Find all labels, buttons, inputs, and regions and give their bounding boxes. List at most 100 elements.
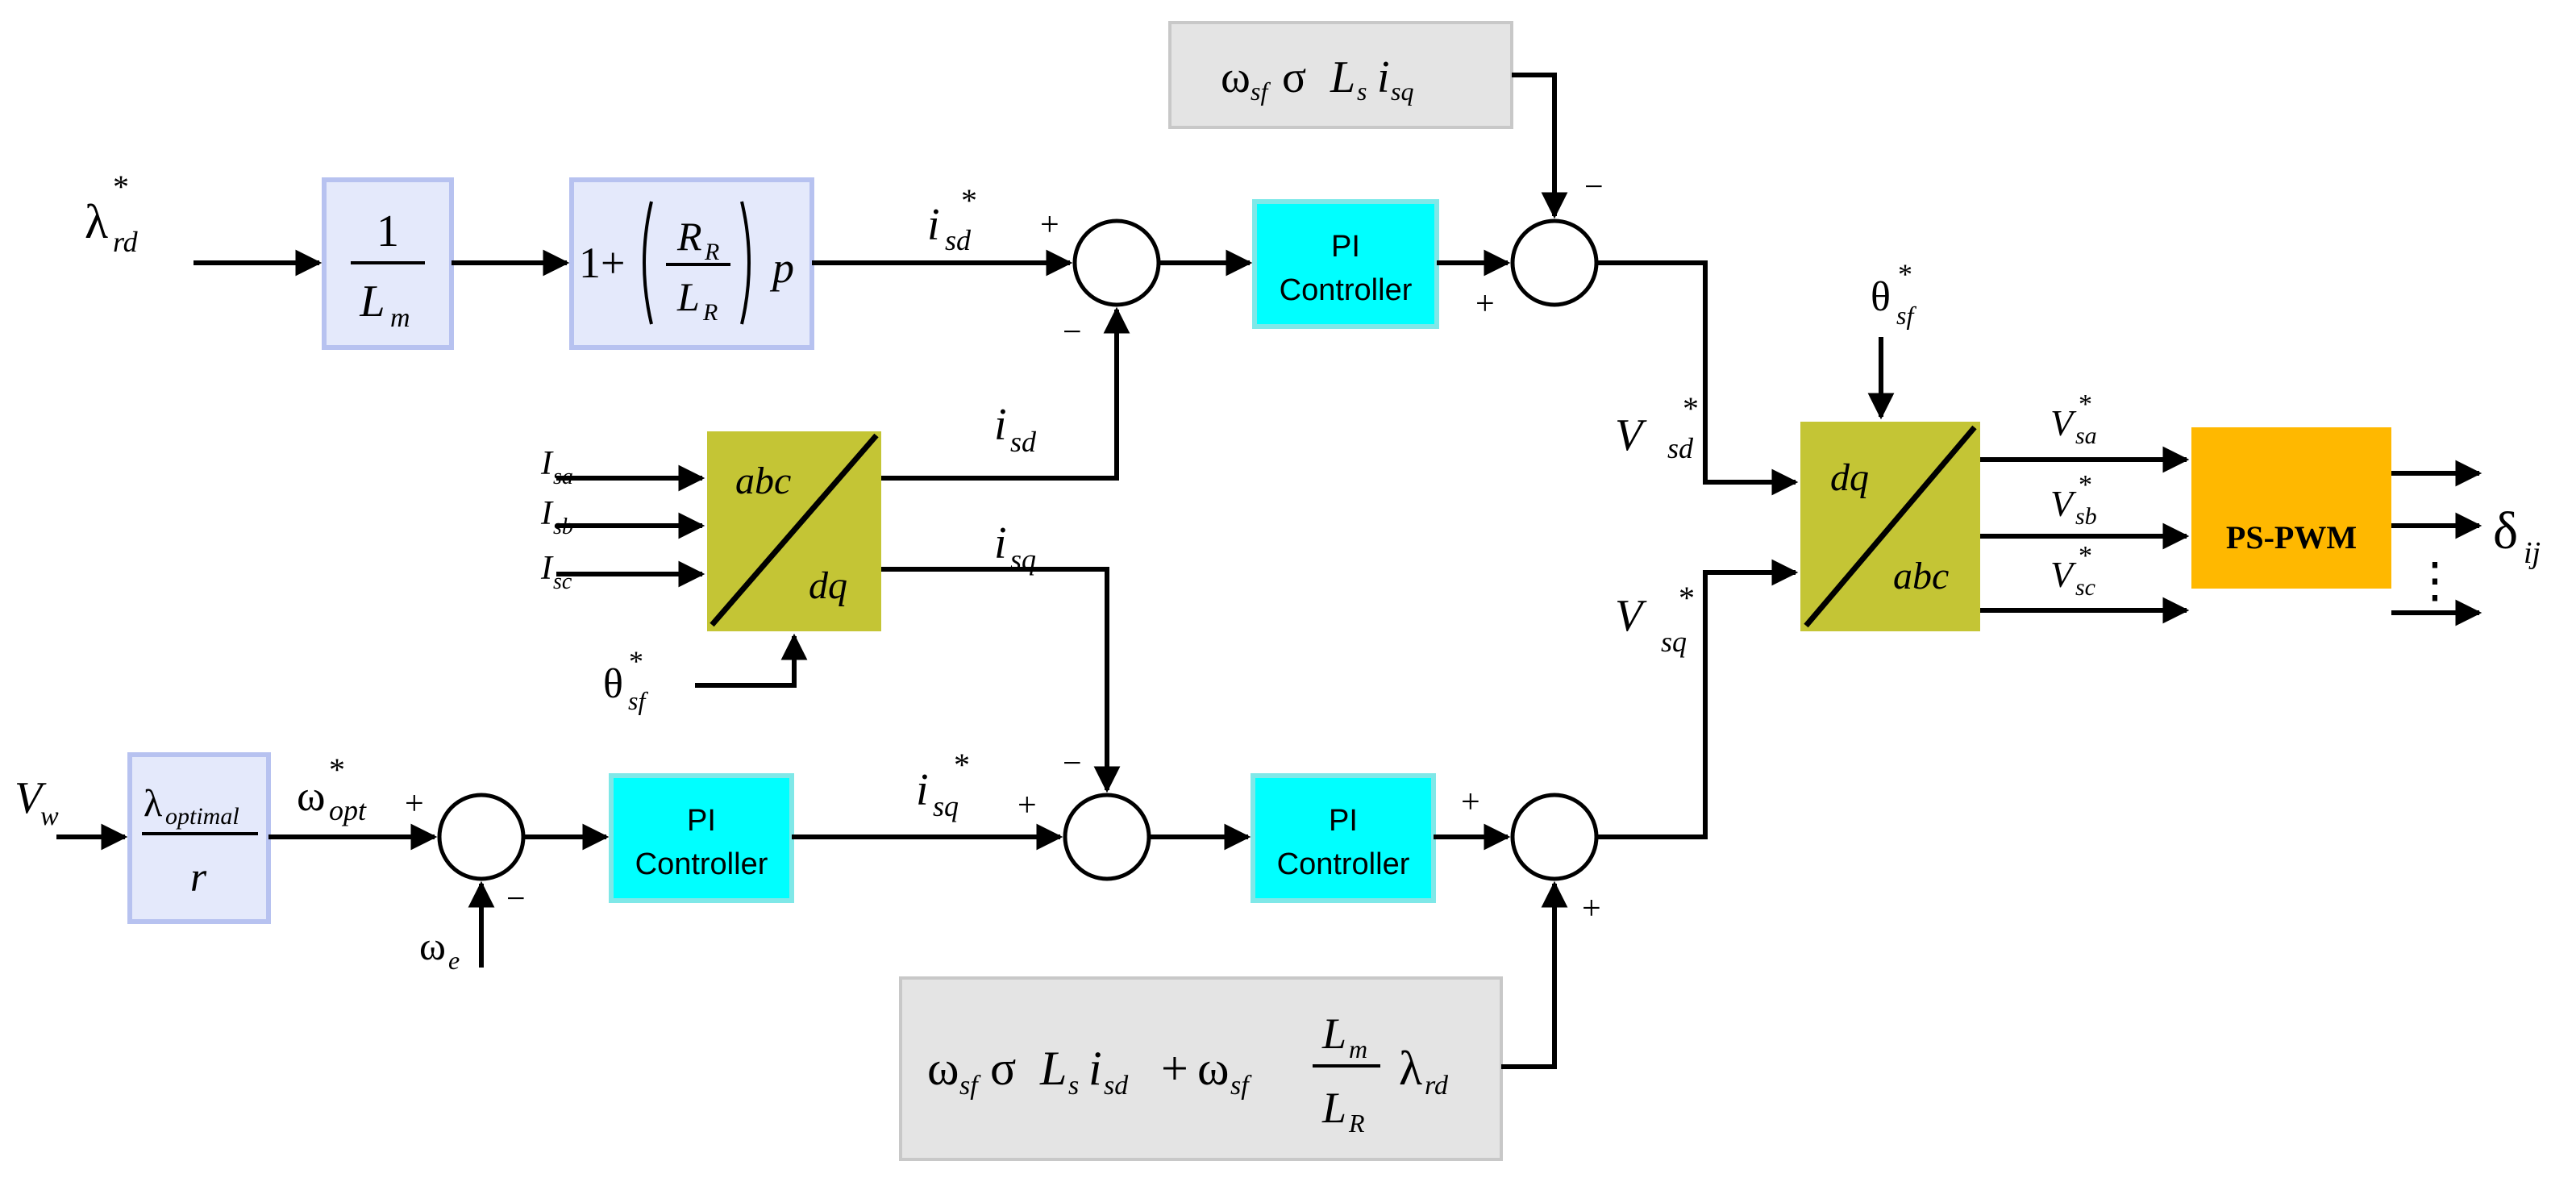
ff-bottom-l-sub: s <box>1068 1071 1079 1101</box>
isd-ref-sup: * <box>961 182 977 219</box>
pi-controller-isq: PI Controller <box>1251 773 1436 903</box>
vw-sym: V <box>15 773 47 823</box>
sign-vsd-minus: − <box>1584 169 1604 206</box>
vsd-ref-sym: V <box>1615 410 1647 460</box>
vsa-sup: * <box>2079 389 2092 419</box>
feedforward-bottom-box: ω sf σ L s i sd + ω sf L m L R λ rd <box>899 976 1503 1161</box>
sign-isq-minus: − <box>1063 745 1082 782</box>
vsb-sub: sb <box>2075 503 2097 530</box>
isd-sym: i <box>994 400 1007 450</box>
ff-bottom-l: L <box>1039 1042 1067 1095</box>
flux-p: p <box>769 243 794 292</box>
lambda-optimal-block: λ optimal r <box>127 752 271 924</box>
sum-junction-speed <box>437 793 526 881</box>
vsa-sub: sa <box>2075 422 2097 449</box>
ff-bottom-i: i <box>1088 1042 1102 1095</box>
isd-sub: sd <box>1010 426 1037 458</box>
theta-sf-right-sym: θ <box>1871 274 1891 320</box>
vsc-sym: V <box>2050 554 2077 595</box>
ff-bottom-lambda: λ <box>1399 1042 1422 1095</box>
theta-sf-right-sup: * <box>1898 258 1912 290</box>
vsd-ref-sub: sd <box>1667 432 1694 464</box>
signal-labels: λ * rd i sd * i sd i sq i sq * I sa I sb… <box>15 169 2541 975</box>
inverse-lm-block: 1 L m <box>322 177 454 350</box>
sign-speed-minus: − <box>506 880 526 918</box>
ff-bottom-lambda-sub: rd <box>1425 1071 1449 1101</box>
inverse-lm-den: L <box>359 277 385 327</box>
lambda-rd-ref-sup: * <box>113 169 129 205</box>
inverse-lm-num: 1 <box>377 206 399 256</box>
vsc-sup: * <box>2079 541 2092 571</box>
sum-junction-vsq <box>1510 793 1599 881</box>
ps-pwm-label: PS-PWM <box>2226 519 2357 556</box>
vsd-ref-sup: * <box>1683 390 1699 427</box>
vsq-ref-sym: V <box>1615 591 1647 641</box>
signal-wires <box>56 73 2482 1069</box>
sum-junction-isd <box>1072 219 1161 307</box>
isb-sym: I <box>540 495 554 532</box>
pi-top-line1: PI <box>1331 230 1360 264</box>
sum-junction-isq <box>1063 793 1151 881</box>
dq-to-abc-transform: dq abc <box>1800 422 1980 631</box>
junction-signs: + − − + + − + − + + <box>405 169 1604 927</box>
pi-controller-speed: PI Controller <box>609 773 794 903</box>
ff-bottom-plus: + <box>1161 1042 1188 1095</box>
pi-top-line2: Controller <box>1280 273 1413 307</box>
delta-sub: ij <box>2524 536 2541 570</box>
vw-sub: w <box>40 801 59 831</box>
ff-bottom-lr: L <box>1321 1084 1346 1132</box>
sign-speed-plus: + <box>405 785 424 822</box>
theta-sf-right-sub: sf <box>1896 301 1916 330</box>
vsa-sym: V <box>2050 402 2077 443</box>
flux-one-plus: 1+ <box>579 239 625 287</box>
abc-to-dq-transform: abc dq <box>707 431 881 631</box>
lambda-rd-ref-sub: rd <box>113 226 139 258</box>
theta-sf-left-sym: θ <box>603 661 623 707</box>
dq-abc-bottom: abc <box>1893 555 1949 597</box>
isq-sym: i <box>994 518 1007 568</box>
ff-top-l: L <box>1330 52 1355 102</box>
feedforward-top-box: ω sf σ L s i sq <box>1168 21 1513 129</box>
isa-sub: sa <box>553 464 573 489</box>
ff-top-omega-sub: sf <box>1251 77 1271 106</box>
theta-sf-left-sup: * <box>629 645 643 677</box>
flux-l-den-sub: R <box>702 299 718 326</box>
sign-vsd-plus: + <box>1475 285 1495 323</box>
isq-ref-sub: sq <box>933 790 959 822</box>
lambda-optimal-sub: optimal <box>165 803 239 830</box>
pi-speed-line1: PI <box>687 804 716 838</box>
sum-junction-vsd <box>1510 219 1599 307</box>
flux-l-den: L <box>676 274 700 319</box>
vsq-ref-sup: * <box>1679 580 1695 616</box>
flux-r-num: R <box>676 214 702 259</box>
pi-controller-top: PI Controller <box>1252 199 1439 329</box>
vsq-ref-sub: sq <box>1661 626 1687 658</box>
pi-speed-line2: Controller <box>635 847 768 881</box>
ff-bottom-omega2: ω <box>1197 1042 1230 1095</box>
vsb-sym: V <box>2050 483 2077 524</box>
w-opt-sym: ω <box>297 772 326 820</box>
flux-transfer-block: 1+ R R L R p <box>569 177 814 350</box>
flux-r-num-sub: R <box>704 239 719 265</box>
ff-bottom-i-sub: sd <box>1104 1071 1129 1101</box>
lambda-rd-ref-sym: λ <box>85 195 108 248</box>
vsc-sub: sc <box>2075 574 2095 601</box>
isd-ref-sub: sd <box>945 224 972 256</box>
sign-isd-minus: − <box>1063 314 1082 351</box>
ff-top-omega: ω <box>1221 52 1251 102</box>
sign-isq-plus: + <box>1017 787 1037 824</box>
inverse-lm-den-sub: m <box>390 303 410 333</box>
delta-sym: δ <box>2493 502 2518 560</box>
isq-ref-sup: * <box>954 747 970 783</box>
pi-isq-line1: PI <box>1329 804 1358 838</box>
isq-ref-sym: i <box>916 765 929 815</box>
lambda-optimal-sym: λ <box>144 782 163 825</box>
isa-sym: I <box>540 445 554 482</box>
pi-isq-line2: Controller <box>1277 847 1410 881</box>
output-ellipsis: ⋮ <box>2411 554 2459 607</box>
isq-sub: sq <box>1010 543 1036 576</box>
ff-top-l-sub: s <box>1357 77 1367 106</box>
lambda-optimal-den: r <box>190 855 207 901</box>
dq-abc-top: dq <box>1830 456 1869 499</box>
